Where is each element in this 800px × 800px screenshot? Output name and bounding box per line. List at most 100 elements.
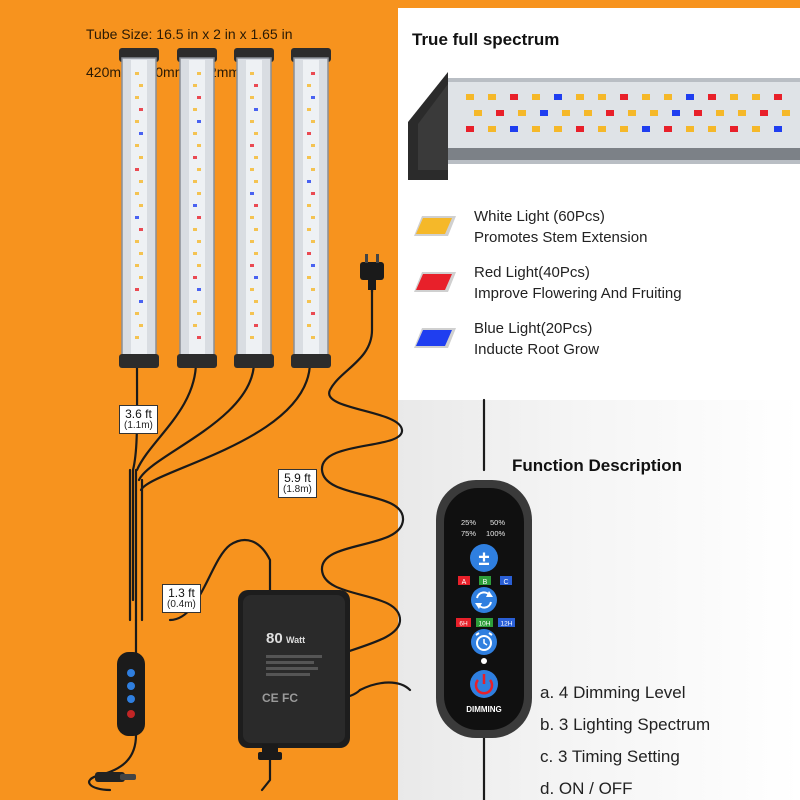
led-dot (620, 126, 628, 132)
led-dot (752, 126, 760, 132)
tube-led-dot (307, 204, 311, 207)
red-light-benefit: Improve Flowering And Fruiting (474, 285, 682, 302)
dc-connector (95, 772, 136, 782)
timer-12h-label: 12H (501, 621, 513, 628)
tube-led-dot (193, 84, 197, 87)
tube-led-dot (250, 72, 254, 75)
function-item-spectrum: b. 3 Lighting Spectrum (540, 715, 711, 734)
power-icon (474, 679, 494, 695)
tube-led-dot (254, 204, 258, 207)
tube-led-dot (254, 228, 258, 231)
led-tube-3 (234, 48, 274, 368)
led-dot (686, 126, 694, 132)
led-dot (584, 110, 592, 116)
controller-cable-length: 5.9 ft (1.8m) (278, 469, 317, 498)
tube-led-dot (193, 204, 197, 207)
tube-led-dot (139, 324, 143, 327)
tube-led-dot (311, 216, 315, 219)
tube-led-dot (250, 96, 254, 99)
tube-led-dot (250, 240, 254, 243)
led-dot (774, 126, 782, 132)
tube-closeup (408, 72, 800, 180)
blue-led-chip-icon (414, 328, 456, 348)
level-25-label: 25% (461, 518, 476, 527)
tube-led-dot (197, 144, 201, 147)
tube-cable-length-ft: 3.6 ft (125, 407, 152, 421)
adapter-cert: CE FC (262, 691, 298, 705)
tube-led-dot (193, 108, 197, 111)
tube-led-dot (193, 324, 197, 327)
white-light-legend: White Light (60Pcs) Promotes Stem Extens… (410, 206, 730, 246)
tube-led-dot (307, 252, 311, 255)
tube-led-dot (311, 72, 315, 75)
led-dot (510, 126, 518, 132)
tube-led-dot (311, 240, 315, 243)
tube-led-dot (307, 180, 311, 183)
tube-led-dot (135, 240, 139, 243)
tube-led-dot (197, 192, 201, 195)
function-item-onoff: d. ON / OFF (540, 779, 633, 798)
tube-led-dot (254, 108, 258, 111)
led-dot (708, 94, 716, 100)
led-dot (554, 126, 562, 132)
tube-led-dot (139, 108, 143, 111)
tube-lead-4 (139, 360, 312, 492)
function-heading: Function Description (512, 456, 682, 475)
led-tube-2 (177, 48, 217, 368)
coiled-cable (288, 288, 405, 692)
led-dot (620, 94, 628, 100)
tube-led-dot (197, 336, 201, 339)
timer-10h-label: 10H (479, 621, 491, 628)
dimming-label: DIMMING (466, 705, 502, 714)
tube-led-dot (135, 168, 139, 171)
led-dot (554, 94, 562, 100)
tube-led-dot (254, 132, 258, 135)
tube-led-dot (311, 168, 315, 171)
tube-led-dot (135, 336, 139, 339)
red-led-chip-icon (414, 272, 456, 292)
controller-cable-length-m: (1.8m) (283, 484, 312, 495)
led-dot (650, 110, 658, 116)
tube-led-dot (307, 276, 311, 279)
tube-led-dot (250, 336, 254, 339)
led-dot (738, 110, 746, 116)
tube-lead-3 (137, 360, 256, 482)
level-75-label: 75% (461, 529, 476, 538)
tube-led-dot (197, 72, 201, 75)
led-dot (466, 94, 474, 100)
adapter-cable-length-ft: 1.3 ft (168, 586, 195, 600)
tube-cable-length-m: (1.1m) (124, 420, 153, 431)
tube-led-dot (139, 204, 143, 207)
tube-led-dot (307, 108, 311, 111)
blue-light-count: Blue Light(20Pcs) (474, 320, 593, 337)
tube-led-dot (254, 324, 258, 327)
tube-led-dot (193, 276, 197, 279)
tube-led-dot (197, 264, 201, 267)
tube-led-dot (311, 192, 315, 195)
red-light-count: Red Light(40Pcs) (474, 264, 590, 281)
tube-led-dot (193, 180, 197, 183)
led-dot (686, 94, 694, 100)
controller-cable-length-ft: 5.9 ft (284, 471, 311, 485)
tube-led-dot (307, 156, 311, 159)
tube-led-dot (254, 300, 258, 303)
adapter-cable-length: 1.3 ft (0.4m) (162, 584, 201, 613)
power-adapter: 80 Watt CE FC (238, 590, 350, 760)
tube-led-dot (193, 300, 197, 303)
led-tube-1 (119, 48, 159, 368)
tube-led-dot (307, 132, 311, 135)
tube-led-dot (307, 300, 311, 303)
led-dot (532, 94, 540, 100)
white-light-text: White Light (60Pcs) Promotes Stem Extens… (474, 206, 647, 248)
spectrum-heading: True full spectrum (412, 30, 560, 49)
led-dot (488, 94, 496, 100)
spectrum-a-badge (458, 576, 470, 585)
level-100-label: 100% (486, 529, 506, 538)
led-dot (642, 126, 650, 132)
blue-light-benefit: Inducte Root Grow (474, 341, 600, 358)
led-dot (664, 94, 672, 100)
led-dot (730, 94, 738, 100)
adapter-unit: Watt (286, 635, 305, 645)
led-dot (540, 110, 548, 116)
